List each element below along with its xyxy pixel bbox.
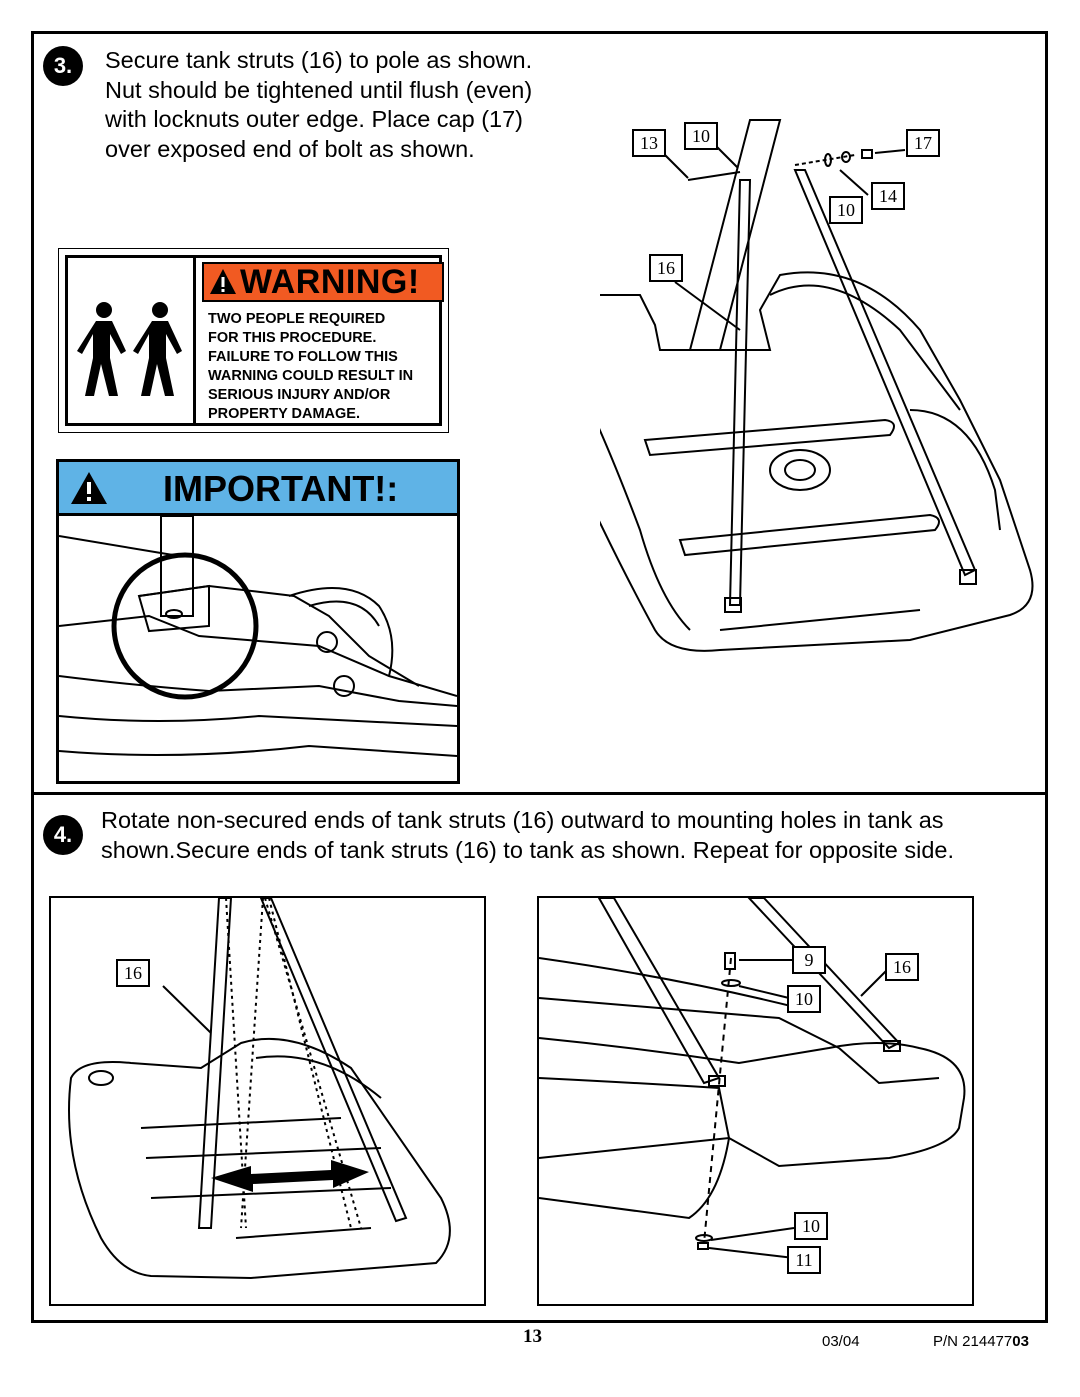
warning-inner: WARNING! TWO PEOPLE REQUIRED FOR THIS PR… xyxy=(65,255,444,426)
step-3-illustration xyxy=(600,119,1034,652)
callout-label: 16 xyxy=(124,962,142,983)
callout-16: 16 xyxy=(649,254,683,282)
detail-circle xyxy=(111,552,259,700)
double-arrow-icon xyxy=(211,1160,369,1192)
step-4-left-figure xyxy=(49,896,486,1306)
warning-triangle-icon xyxy=(71,472,107,504)
step-4-text: Rotate non-secured ends of tank struts (… xyxy=(101,806,954,865)
callout-label: 11 xyxy=(795,1249,813,1270)
step-3-line: Secure tank struts (16) to pole as shown… xyxy=(105,47,533,73)
step-3-line: Nut should be tightened until flush (eve… xyxy=(105,76,533,103)
step-3-line: with locknuts outer edge. Place cap (17) xyxy=(105,106,524,132)
part-number: P/N 21447703 xyxy=(933,1333,1029,1350)
part-number-suffix: 03 xyxy=(1012,1333,1029,1350)
strut-rotation-illustration xyxy=(68,898,451,1280)
step-4-badge: 4. xyxy=(43,815,83,855)
section-divider xyxy=(31,792,1048,795)
warning-line: TWO PEOPLE REQUIRED xyxy=(208,311,386,327)
important-header: IMPORTANT!: xyxy=(59,462,457,516)
page-number: 13 xyxy=(523,1326,542,1347)
warning-title: WARNING! xyxy=(240,262,420,301)
warning-line: FAILURE TO FOLLOW THIS xyxy=(208,349,398,365)
step-4-line: Rotate non-secured ends of tank struts (… xyxy=(101,807,944,833)
strut-detail-illustration xyxy=(59,516,457,757)
callout-label: 16 xyxy=(657,257,675,278)
callout-17: 17 xyxy=(906,129,940,157)
callout-9: 9 xyxy=(792,946,826,974)
warning-triangle-icon xyxy=(210,269,236,294)
callout-label: 10 xyxy=(692,125,710,146)
callout-16: 16 xyxy=(116,959,150,987)
callout-label: 10 xyxy=(837,199,855,220)
footer-date: 03/04 xyxy=(822,1333,860,1350)
part-number-prefix: P/N 214477 xyxy=(933,1333,1013,1350)
warning-label: WARNING! TWO PEOPLE REQUIRED FOR THIS PR… xyxy=(58,248,449,433)
callout-label: 10 xyxy=(802,1215,820,1236)
warning-line: WARNING COULD RESULT IN xyxy=(208,368,414,384)
callout-10: 10 xyxy=(684,122,718,150)
step-4-line: shown.Secure ends of tank struts (16) to… xyxy=(101,836,954,863)
callout-10: 10 xyxy=(794,1212,828,1240)
callout-label: 13 xyxy=(640,132,658,153)
step-3-number: 3. xyxy=(53,53,73,78)
two-people-icon xyxy=(68,258,196,423)
step-4-number: 4. xyxy=(53,822,73,847)
callout-label: 17 xyxy=(914,132,932,153)
important-title: IMPORTANT!: xyxy=(163,468,399,509)
callout-10: 10 xyxy=(787,985,821,1013)
warning-line: FOR THIS PROCEDURE. xyxy=(208,330,377,346)
callout-label: 10 xyxy=(795,988,813,1009)
warning-line: PROPERTY DAMAGE. xyxy=(208,406,361,422)
warning-header: WARNING! xyxy=(202,262,444,302)
strut-mount-illustration xyxy=(539,898,966,1259)
callout-label: 16 xyxy=(893,956,911,977)
warning-line: SERIOUS INJURY AND/OR xyxy=(208,387,391,403)
callout-label: 14 xyxy=(879,185,897,206)
callout-16: 16 xyxy=(885,953,919,981)
callout-11: 11 xyxy=(787,1246,821,1274)
step-3-badge: 3. xyxy=(43,46,83,86)
step-3-line: over exposed end of bolt as shown. xyxy=(105,135,475,162)
callout-14: 14 xyxy=(871,182,905,210)
page-frame xyxy=(31,31,1048,1323)
step-3-text: Secure tank struts (16) to pole as shown… xyxy=(105,46,532,164)
warning-body: TWO PEOPLE REQUIRED FOR THIS PROCEDURE. … xyxy=(208,310,448,424)
callout-10: 10 xyxy=(829,196,863,224)
callout-13: 13 xyxy=(632,129,666,157)
important-panel: IMPORTANT!: xyxy=(56,459,460,784)
callout-label: 9 xyxy=(804,949,814,970)
